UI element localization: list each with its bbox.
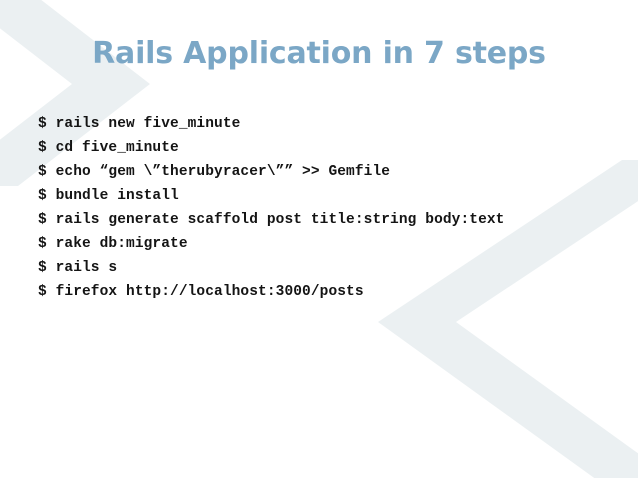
code-line: $ bundle install [38, 188, 179, 204]
terminal-code-block: $ rails new five_minute $ cd five_minute… [38, 112, 598, 304]
code-line: $ rails new five_minute [38, 116, 241, 132]
code-line: $ rails s [38, 260, 118, 276]
code-line: $ rake db:migrate [38, 236, 188, 252]
code-line: $ rails generate scaffold post title:str… [38, 212, 505, 228]
page-title: Rails Application in 7 steps [92, 36, 546, 71]
code-line: $ echo “gem \”therubyracer\”” >> Gemfile [38, 164, 391, 180]
code-line: $ firefox http://localhost:3000/posts [38, 284, 364, 300]
code-line: $ cd five_minute [38, 140, 179, 156]
